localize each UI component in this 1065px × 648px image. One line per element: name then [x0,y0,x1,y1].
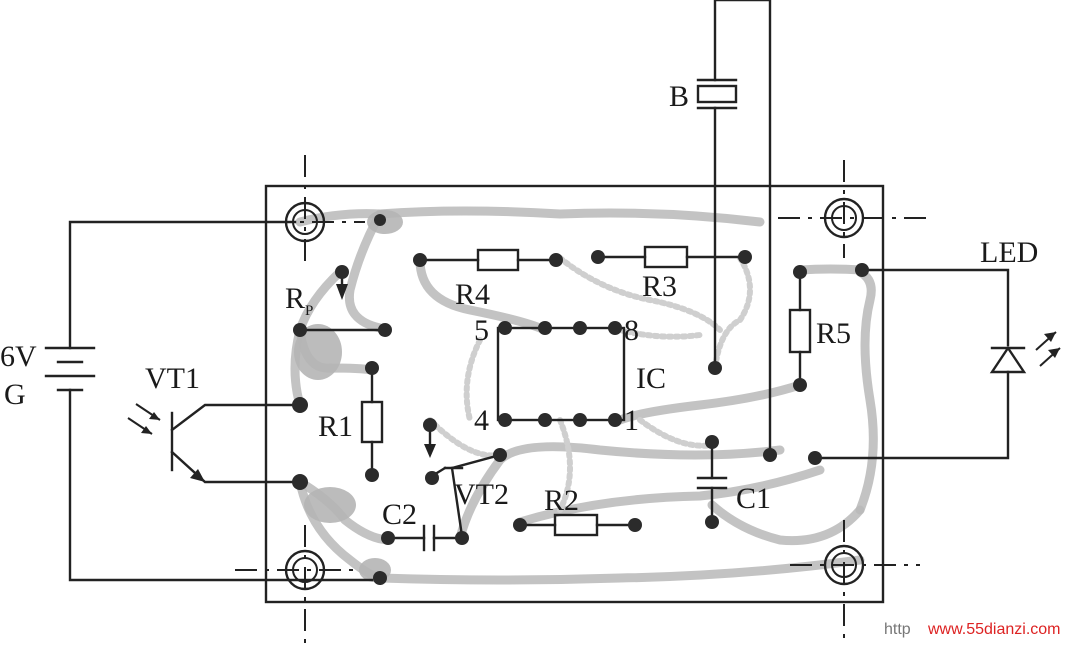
label-battery-voltage: 6V [0,340,37,373]
resistor-r1 [360,366,384,477]
label-ic-pin-8: 8 [624,314,639,347]
ic-chip [496,326,626,422]
watermark: http www.55dianzi.com [884,621,1061,638]
solder-pads [292,214,869,585]
label-ic: IC [636,362,666,395]
label-c1: C1 [736,482,771,515]
resistor-r4 [418,248,558,272]
label-rp: RP [285,282,313,319]
phototransistor-vt1 [127,403,302,484]
label-r1: R1 [318,410,353,443]
label-buzzer: B [669,80,689,113]
mounting-holes [235,155,930,643]
resistor-r3 [596,245,747,269]
label-r5: R5 [816,317,851,350]
buzzer-b [696,0,772,454]
label-r3: R3 [642,270,677,303]
label-battery: G [4,378,26,411]
battery-g [44,220,374,582]
resistor-r5 [788,270,812,387]
pcb-board-outline [264,184,885,604]
label-led: LED [980,236,1038,269]
label-r2: R2 [544,484,579,517]
watermark-site: www.55dianzi.com [927,621,1061,638]
label-ic-pin-5: 5 [474,314,489,347]
label-vt1: VT1 [145,362,200,395]
pcb-traces [290,206,878,585]
watermark-prefix: http [884,621,911,638]
label-r4: R4 [455,278,490,311]
label-c2: C2 [382,498,417,531]
led [813,268,1061,460]
component-labels: 6V G VT1 RP R1 R4 R3 R5 R2 C1 C2 VT2 IC … [0,80,1038,531]
label-vt2: VT2 [454,478,509,511]
label-ic-pin-4: 4 [474,404,489,437]
label-ic-pin-1: 1 [624,404,639,437]
